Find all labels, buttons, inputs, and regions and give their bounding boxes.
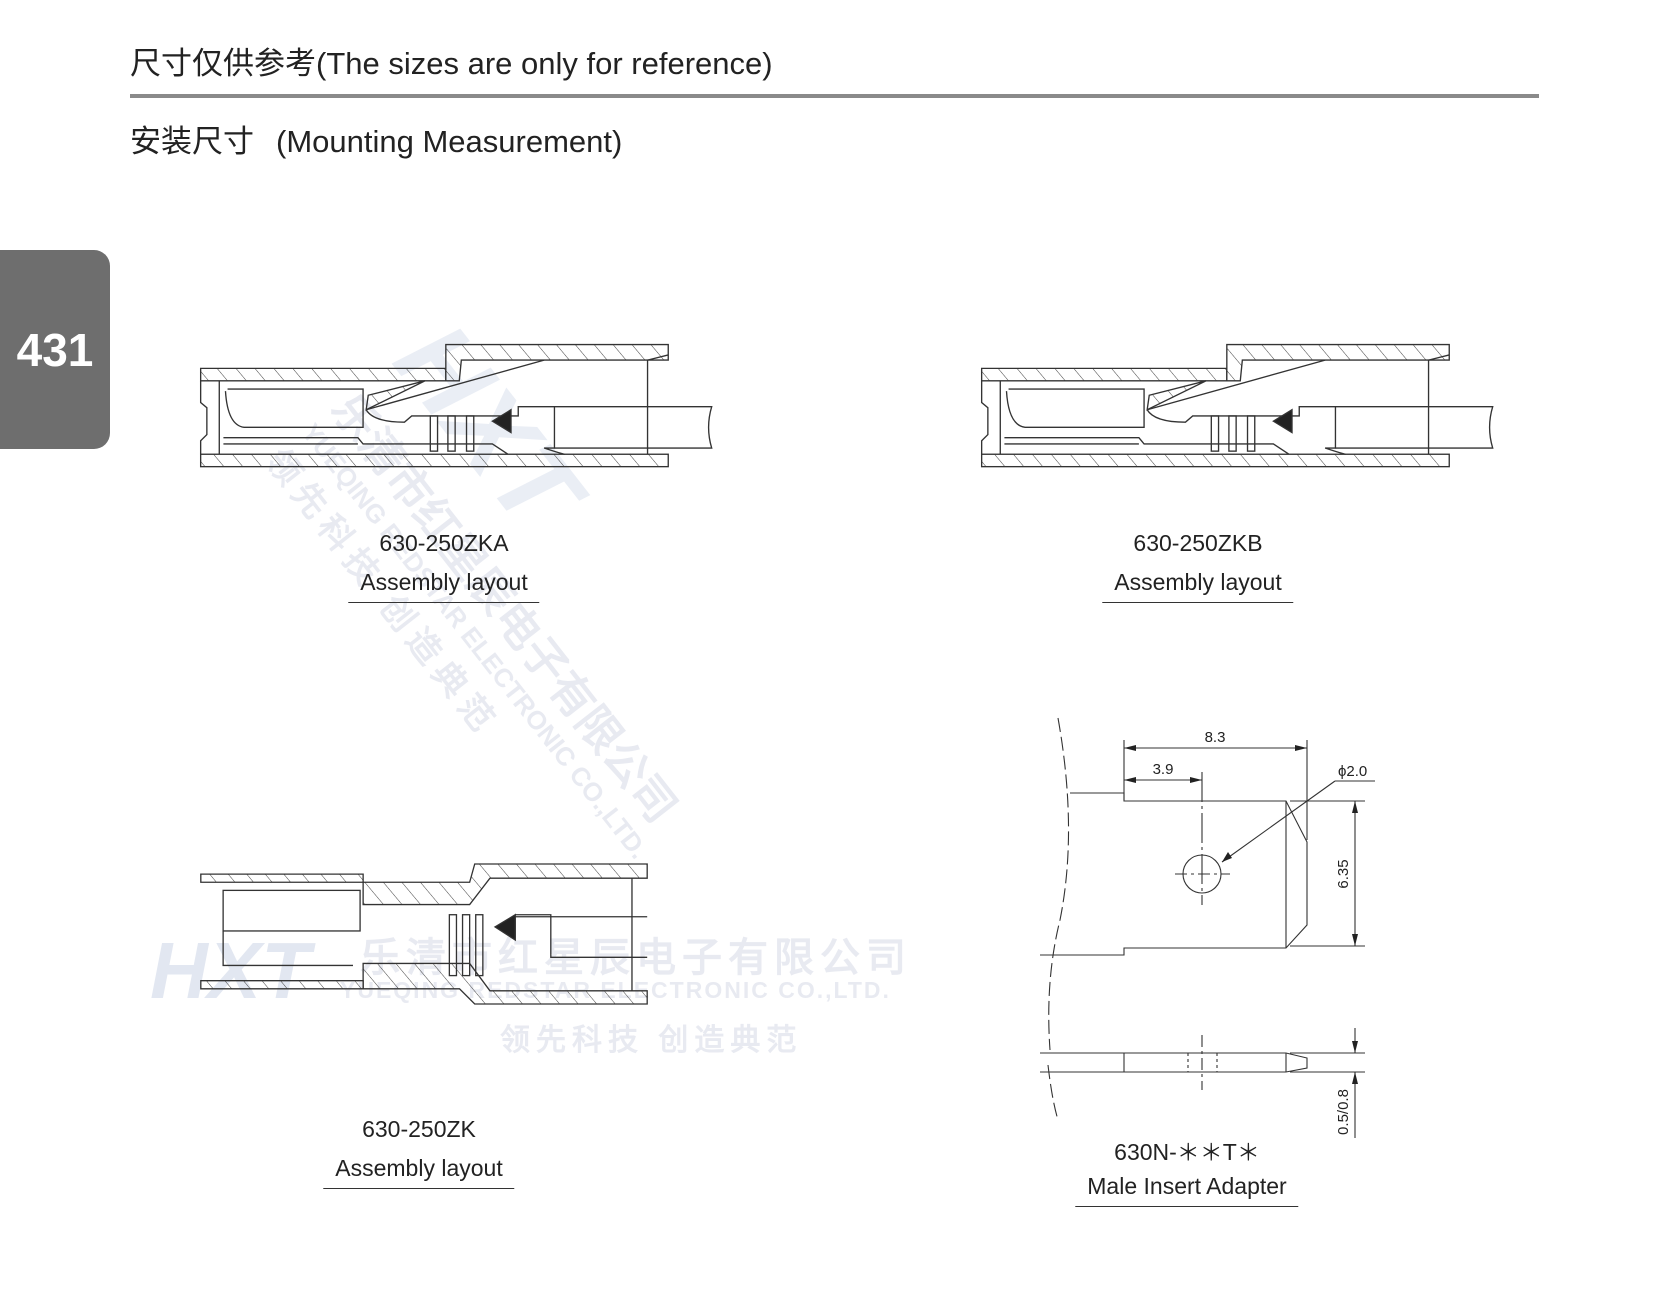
assembly-drawing-630-250zka [199, 343, 713, 468]
dimension-hole-diameter: ϕ2.0 [1338, 763, 1367, 780]
figure-caption: 630-250ZKB Assembly layout [1102, 530, 1294, 603]
dimension-thickness: 0.5/0.8 [1335, 1089, 1352, 1135]
caption-label: Assembly layout [1102, 569, 1294, 603]
dimension-width: 6.35 [1335, 859, 1352, 888]
header-divider [130, 94, 1539, 98]
figure-caption: 630N-＊＊T＊ Male Insert Adapter [1075, 1133, 1299, 1207]
section-title-cn: 安装尺寸 [130, 124, 254, 159]
assembly-drawing-630-250zkb [980, 343, 1494, 468]
caption-label: Assembly layout [348, 569, 540, 603]
model-label: 630-250ZK [362, 1116, 476, 1142]
page-title: 尺寸仅供参考(The sizes are only for reference) [130, 46, 773, 81]
section-title-en: (Mounting Measurement) [276, 124, 623, 159]
model-label: 630N-＊＊T＊ [1114, 1139, 1260, 1165]
male-insert-adapter-drawing: 8.3 3.9 ϕ2.0 6.35 0.5/0.8 [1040, 717, 1375, 1138]
dimension-hole-offset: 3.9 [1153, 761, 1174, 778]
figure-caption: 630-250ZKA Assembly layout [348, 530, 540, 603]
figure-caption: 630-250ZK Assembly layout [323, 1116, 515, 1189]
section-title: 安装尺寸 (Mounting Measurement) [130, 116, 622, 161]
page-number-tab: 431 [0, 250, 110, 449]
caption-label: Male Insert Adapter [1075, 1173, 1299, 1207]
dimension-length: 8.3 [1205, 729, 1226, 746]
assembly-drawing-630-250zk [200, 863, 648, 1005]
model-label: 630-250ZKA [379, 530, 509, 556]
caption-label: Assembly layout [323, 1155, 515, 1189]
model-label: 630-250ZKB [1133, 530, 1263, 556]
